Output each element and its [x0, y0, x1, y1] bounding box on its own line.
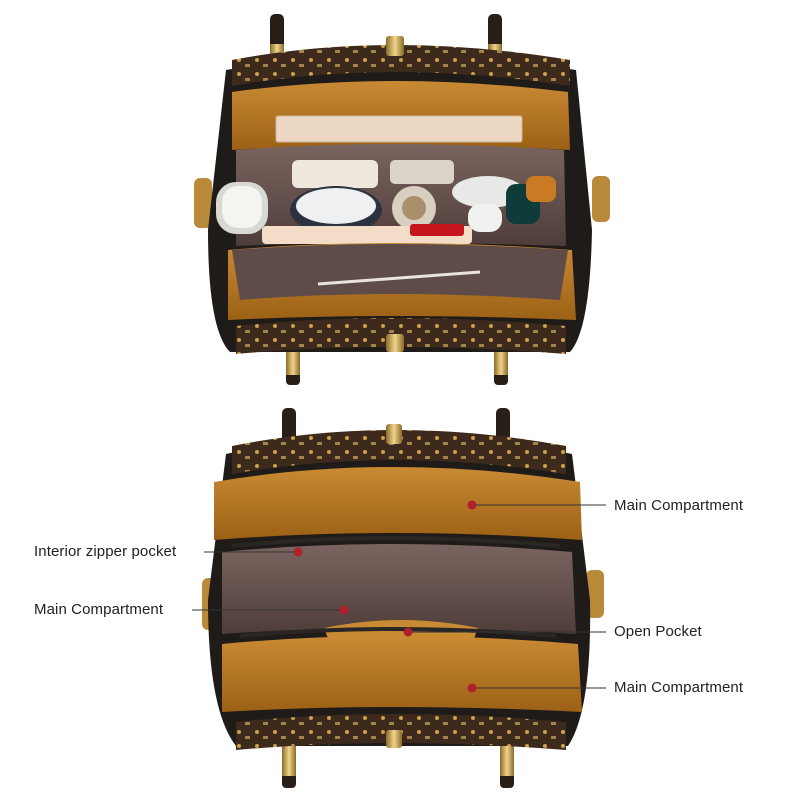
marker-main-compartment-middle	[339, 605, 349, 615]
bottom-bag-side-tab-right	[586, 570, 604, 618]
main-compartment-middle	[222, 544, 576, 634]
callout-label-open-pocket: Open Pocket	[614, 623, 702, 640]
main-compartment-top	[214, 467, 582, 540]
callout-label-interior-zipper-pocket: Interior zipper pocket	[34, 543, 177, 560]
top-bag-side-tab-left	[194, 178, 212, 228]
top-bag-folder-item	[275, 115, 523, 143]
marker-main-compartment-bottom	[467, 683, 477, 693]
marker-interior-zipper-pocket	[293, 547, 303, 557]
callout-markers	[192, 500, 606, 693]
callout-label-main-compartment-top: Main Compartment	[614, 497, 744, 514]
marker-open-pocket	[403, 627, 413, 637]
callout-label-main-compartment-middle: Main Compartment	[34, 601, 164, 618]
marker-main-compartment-top	[467, 500, 477, 510]
main-compartment-bottom	[222, 636, 582, 712]
callout-label-main-compartment-bottom: Main Compartment	[614, 679, 744, 696]
top-bag-side-tab-right	[592, 176, 610, 222]
bottom-bag-photo	[202, 408, 604, 788]
top-bag-photo	[194, 14, 610, 385]
top-bag-case-item	[292, 160, 378, 188]
